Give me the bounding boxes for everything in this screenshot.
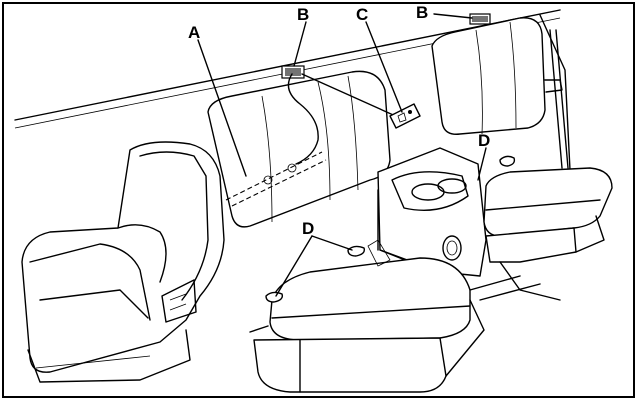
tether-anchor-left	[281, 65, 305, 79]
tether-anchor-right	[469, 13, 491, 25]
left-rear-seatback	[207, 70, 391, 228]
left-seat-cushion	[249, 257, 485, 393]
label-b-right: B	[416, 3, 428, 22]
label-a: A	[188, 23, 200, 42]
label-b-left: B	[297, 5, 309, 24]
lower-anchor-indicator	[389, 103, 421, 129]
lower-anchor-loop-middle	[347, 245, 366, 257]
label-d-lower: D	[302, 219, 314, 238]
latch-dashed-line	[225, 151, 327, 207]
lower-anchor-loop-upper	[499, 155, 516, 167]
floor-rails	[367, 239, 541, 301]
child-safety-seat	[21, 141, 225, 383]
label-c: C	[356, 5, 368, 24]
tether-strap	[287, 73, 401, 165]
leader-lines	[197, 13, 487, 297]
right-seat-cushion	[483, 167, 613, 301]
center-console	[377, 147, 487, 277]
label-d-upper: D	[478, 131, 490, 150]
lower-anchor-loop-lower	[265, 291, 284, 303]
right-rear-seatback	[431, 17, 569, 169]
